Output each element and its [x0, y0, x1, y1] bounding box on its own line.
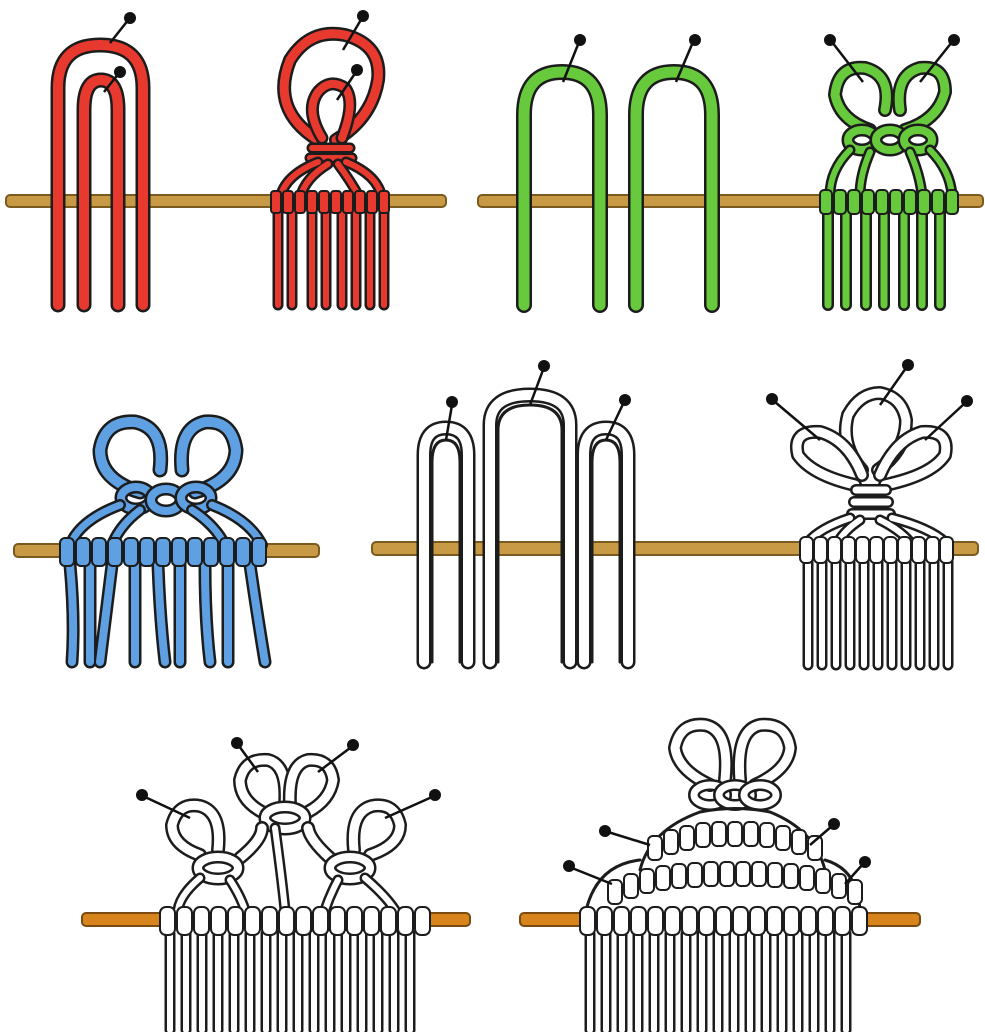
knot-row	[271, 191, 389, 213]
pin-icon	[810, 818, 840, 845]
knot-row	[800, 537, 953, 563]
pin-icon	[925, 395, 973, 440]
figure-blue-linked-picots	[60, 422, 266, 662]
figure-green-linked-picots	[820, 34, 960, 305]
figure-white-three-leaf-picot	[766, 359, 973, 665]
knot-row	[580, 907, 867, 935]
pin-icon	[599, 825, 650, 845]
knot-row	[60, 538, 266, 566]
pin-icon	[766, 393, 820, 440]
pin-icon	[110, 12, 136, 43]
figure-white-arched-header	[563, 725, 871, 1030]
figure-red-doubled-loops	[58, 12, 143, 305]
figure-green-two-loops	[524, 34, 712, 305]
figure-white-three-loops	[424, 360, 631, 662]
pin-icon	[563, 860, 612, 884]
knot-row	[608, 862, 862, 904]
figure-white-double-butterfly	[136, 737, 441, 1030]
figure-red-picot-header	[271, 10, 389, 305]
